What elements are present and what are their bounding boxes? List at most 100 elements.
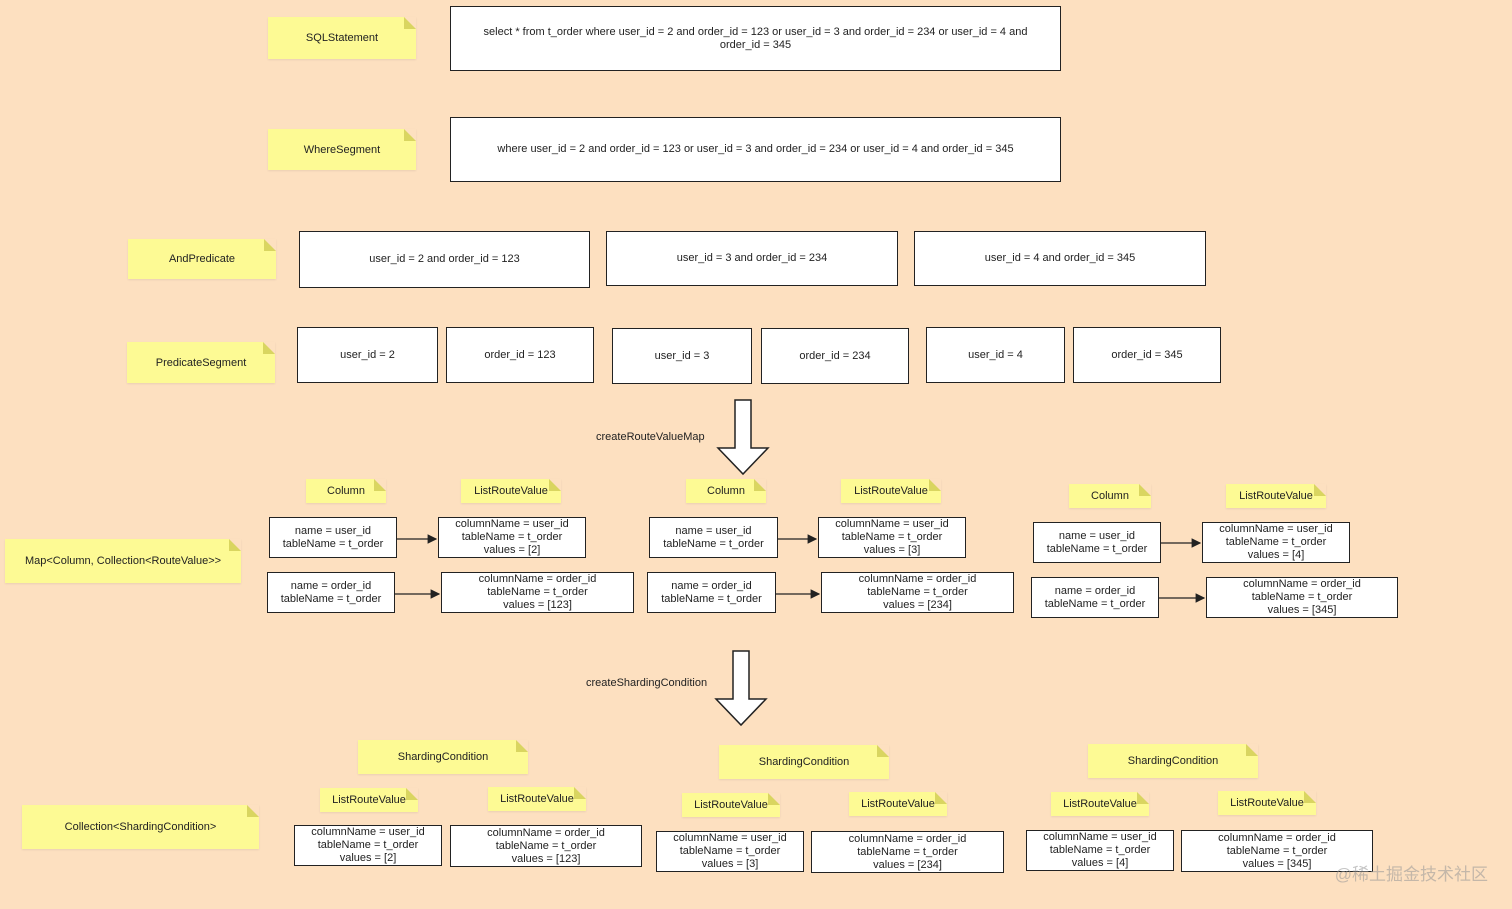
- column-label: Column: [1091, 490, 1129, 502]
- route-map-label: Map<Column, Collection<RouteValue>>: [24, 555, 222, 567]
- routevalue-box: columnName = order_id tableName = t_orde…: [441, 572, 634, 613]
- shardingcondition-label: ShardingCondition: [758, 756, 850, 768]
- predicatesegment-text: order_id = 345: [1111, 348, 1183, 361]
- andpredicate-text: user_id = 3 and order_id = 234: [676, 252, 828, 264]
- predicatesegment-text: user_id = 2: [340, 348, 395, 361]
- down-arrow-icon: [714, 650, 768, 727]
- listroutevalue-note: ListRouteValue: [1051, 792, 1149, 816]
- predicatesegment-text: order_id = 123: [484, 348, 556, 361]
- column-note: Column: [306, 479, 386, 503]
- shardingcondition-label: ShardingCondition: [397, 751, 489, 763]
- routevalue-text: columnName = order_id tableName = t_orde…: [478, 573, 597, 611]
- routevalue-text: columnName = user_id tableName = t_order…: [835, 518, 949, 556]
- listroutevalue-label: ListRouteValue: [861, 798, 935, 810]
- predicatesegment-label: PredicateSegment: [155, 356, 247, 369]
- shardingcondition-note: ShardingCondition: [358, 740, 528, 774]
- andpredicate-note: AndPredicate: [128, 239, 276, 279]
- listroutevalue-label: ListRouteValue: [694, 799, 768, 811]
- listroutevalue-note: ListRouteValue: [461, 479, 561, 503]
- predicatesegment-box: order_id = 234: [761, 328, 909, 384]
- listroutevalue-label: ListRouteValue: [332, 794, 406, 806]
- routevalue-box: columnName = order_id tableName = t_orde…: [821, 572, 1014, 613]
- listroutevalue-note: ListRouteValue: [488, 787, 586, 811]
- wheresegment-text: where user_id = 2 and order_id = 123 or …: [497, 143, 1014, 155]
- predicatesegment-box: order_id = 123: [446, 327, 594, 383]
- sharding-routevalue-text: columnName = order_id tableName = t_orde…: [848, 832, 967, 871]
- listroutevalue-note: ListRouteValue: [320, 788, 418, 812]
- sharding-routevalue-text: columnName = user_id tableName = t_order…: [311, 826, 425, 864]
- routevalue-text: columnName = order_id tableName = t_orde…: [1243, 578, 1361, 616]
- sharding-routevalue-text: columnName = user_id tableName = t_order…: [673, 832, 787, 870]
- shardingcondition-note: ShardingCondition: [1088, 744, 1258, 778]
- listroutevalue-label: ListRouteValue: [1063, 798, 1137, 810]
- step-label: createRouteValueMap: [596, 431, 705, 443]
- listroutevalue-label: ListRouteValue: [474, 485, 548, 497]
- column-box: name = order_id tableName = t_order: [267, 572, 395, 613]
- sharding-routevalue-text: columnName = order_id tableName = t_orde…: [1218, 831, 1336, 870]
- shardingcondition-note: ShardingCondition: [719, 745, 889, 779]
- routevalue-box: columnName = user_id tableName = t_order…: [818, 517, 966, 558]
- predicatesegment-text: user_id = 4: [968, 348, 1023, 361]
- column-label: Column: [327, 485, 365, 497]
- down-arrow-icon: [716, 399, 770, 476]
- sharding-routevalue-text: columnName = user_id tableName = t_order…: [1043, 831, 1157, 869]
- column-label: Column: [707, 485, 745, 497]
- sharding-routevalue-box: columnName = order_id tableName = t_orde…: [1181, 830, 1373, 872]
- sqlstatement-text: select * from t_order where user_id = 2 …: [483, 25, 1028, 51]
- column-note: Column: [686, 479, 766, 503]
- andpredicate-label: AndPredicate: [168, 253, 236, 265]
- wheresegment-note: WhereSegment: [268, 129, 416, 170]
- sharding-collection-note: Collection<ShardingCondition>: [22, 805, 259, 849]
- listroutevalue-note: ListRouteValue: [1226, 484, 1326, 508]
- predicatesegment-text: order_id = 234: [799, 349, 871, 362]
- column-box: name = order_id tableName = t_order: [1031, 577, 1159, 618]
- routevalue-box: columnName = order_id tableName = t_orde…: [1206, 577, 1398, 618]
- sqlstatement-label: SQLStatement: [305, 32, 379, 44]
- watermark: @稀土掘金技术社区: [1334, 865, 1488, 884]
- sqlstatement-box: select * from t_order where user_id = 2 …: [450, 6, 1061, 71]
- sharding-collection-label: Collection<ShardingCondition>: [64, 821, 217, 833]
- wheresegment-label: WhereSegment: [303, 143, 381, 156]
- routevalue-text: columnName = user_id tableName = t_order…: [1219, 523, 1333, 561]
- andpredicate-box: user_id = 4 and order_id = 345: [914, 231, 1206, 286]
- andpredicate-text: user_id = 2 and order_id = 123: [369, 253, 520, 265]
- listroutevalue-label: ListRouteValue: [1230, 797, 1304, 809]
- predicatesegment-text: user_id = 3: [654, 349, 710, 362]
- listroutevalue-label: ListRouteValue: [500, 793, 574, 805]
- andpredicate-text: user_id = 4 and order_id = 345: [984, 252, 1136, 264]
- column-box: name = user_id tableName = t_order: [649, 517, 778, 558]
- predicatesegment-box: user_id = 4: [926, 327, 1065, 383]
- route-map-note: Map<Column, Collection<RouteValue>>: [5, 539, 241, 583]
- column-text: name = order_id tableName = t_order: [1044, 584, 1146, 610]
- column-box: name = user_id tableName = t_order: [1033, 522, 1161, 563]
- routevalue-text: columnName = order_id tableName = t_orde…: [858, 573, 977, 611]
- column-box: name = user_id tableName = t_order: [269, 517, 397, 558]
- routevalue-box: columnName = user_id tableName = t_order…: [1202, 522, 1350, 563]
- routevalue-text: columnName = user_id tableName = t_order…: [455, 518, 569, 556]
- sharding-routevalue-box: columnName = user_id tableName = t_order…: [294, 825, 442, 866]
- sharding-routevalue-box: columnName = order_id tableName = t_orde…: [811, 831, 1004, 873]
- sharding-routevalue-box: columnName = user_id tableName = t_order…: [656, 831, 804, 872]
- step-label: createShardingCondition: [586, 677, 708, 689]
- sqlstatement-note: SQLStatement: [268, 17, 416, 59]
- listroutevalue-note: ListRouteValue: [841, 479, 941, 503]
- sharding-routevalue-text: columnName = order_id tableName = t_orde…: [487, 826, 605, 865]
- column-text: name = user_id tableName = t_order: [663, 524, 764, 550]
- sharding-routevalue-box: columnName = user_id tableName = t_order…: [1026, 830, 1174, 871]
- listroutevalue-label: ListRouteValue: [854, 485, 928, 497]
- predicatesegment-box: user_id = 3: [612, 328, 752, 384]
- column-text: name = order_id tableName = t_order: [280, 579, 382, 605]
- routevalue-box: columnName = user_id tableName = t_order…: [438, 517, 586, 558]
- listroutevalue-note: ListRouteValue: [1218, 791, 1316, 815]
- shardingcondition-label: ShardingCondition: [1127, 755, 1219, 767]
- column-text: name = user_id tableName = t_order: [282, 524, 384, 550]
- andpredicate-box: user_id = 2 and order_id = 123: [299, 231, 590, 288]
- listroutevalue-label: ListRouteValue: [1239, 490, 1313, 502]
- column-box: name = order_id tableName = t_order: [647, 572, 776, 613]
- wheresegment-box: where user_id = 2 and order_id = 123 or …: [450, 117, 1061, 182]
- listroutevalue-note: ListRouteValue: [682, 793, 780, 817]
- column-text: name = order_id tableName = t_order: [661, 579, 762, 605]
- column-note: Column: [1069, 484, 1151, 508]
- andpredicate-box: user_id = 3 and order_id = 234: [606, 231, 898, 286]
